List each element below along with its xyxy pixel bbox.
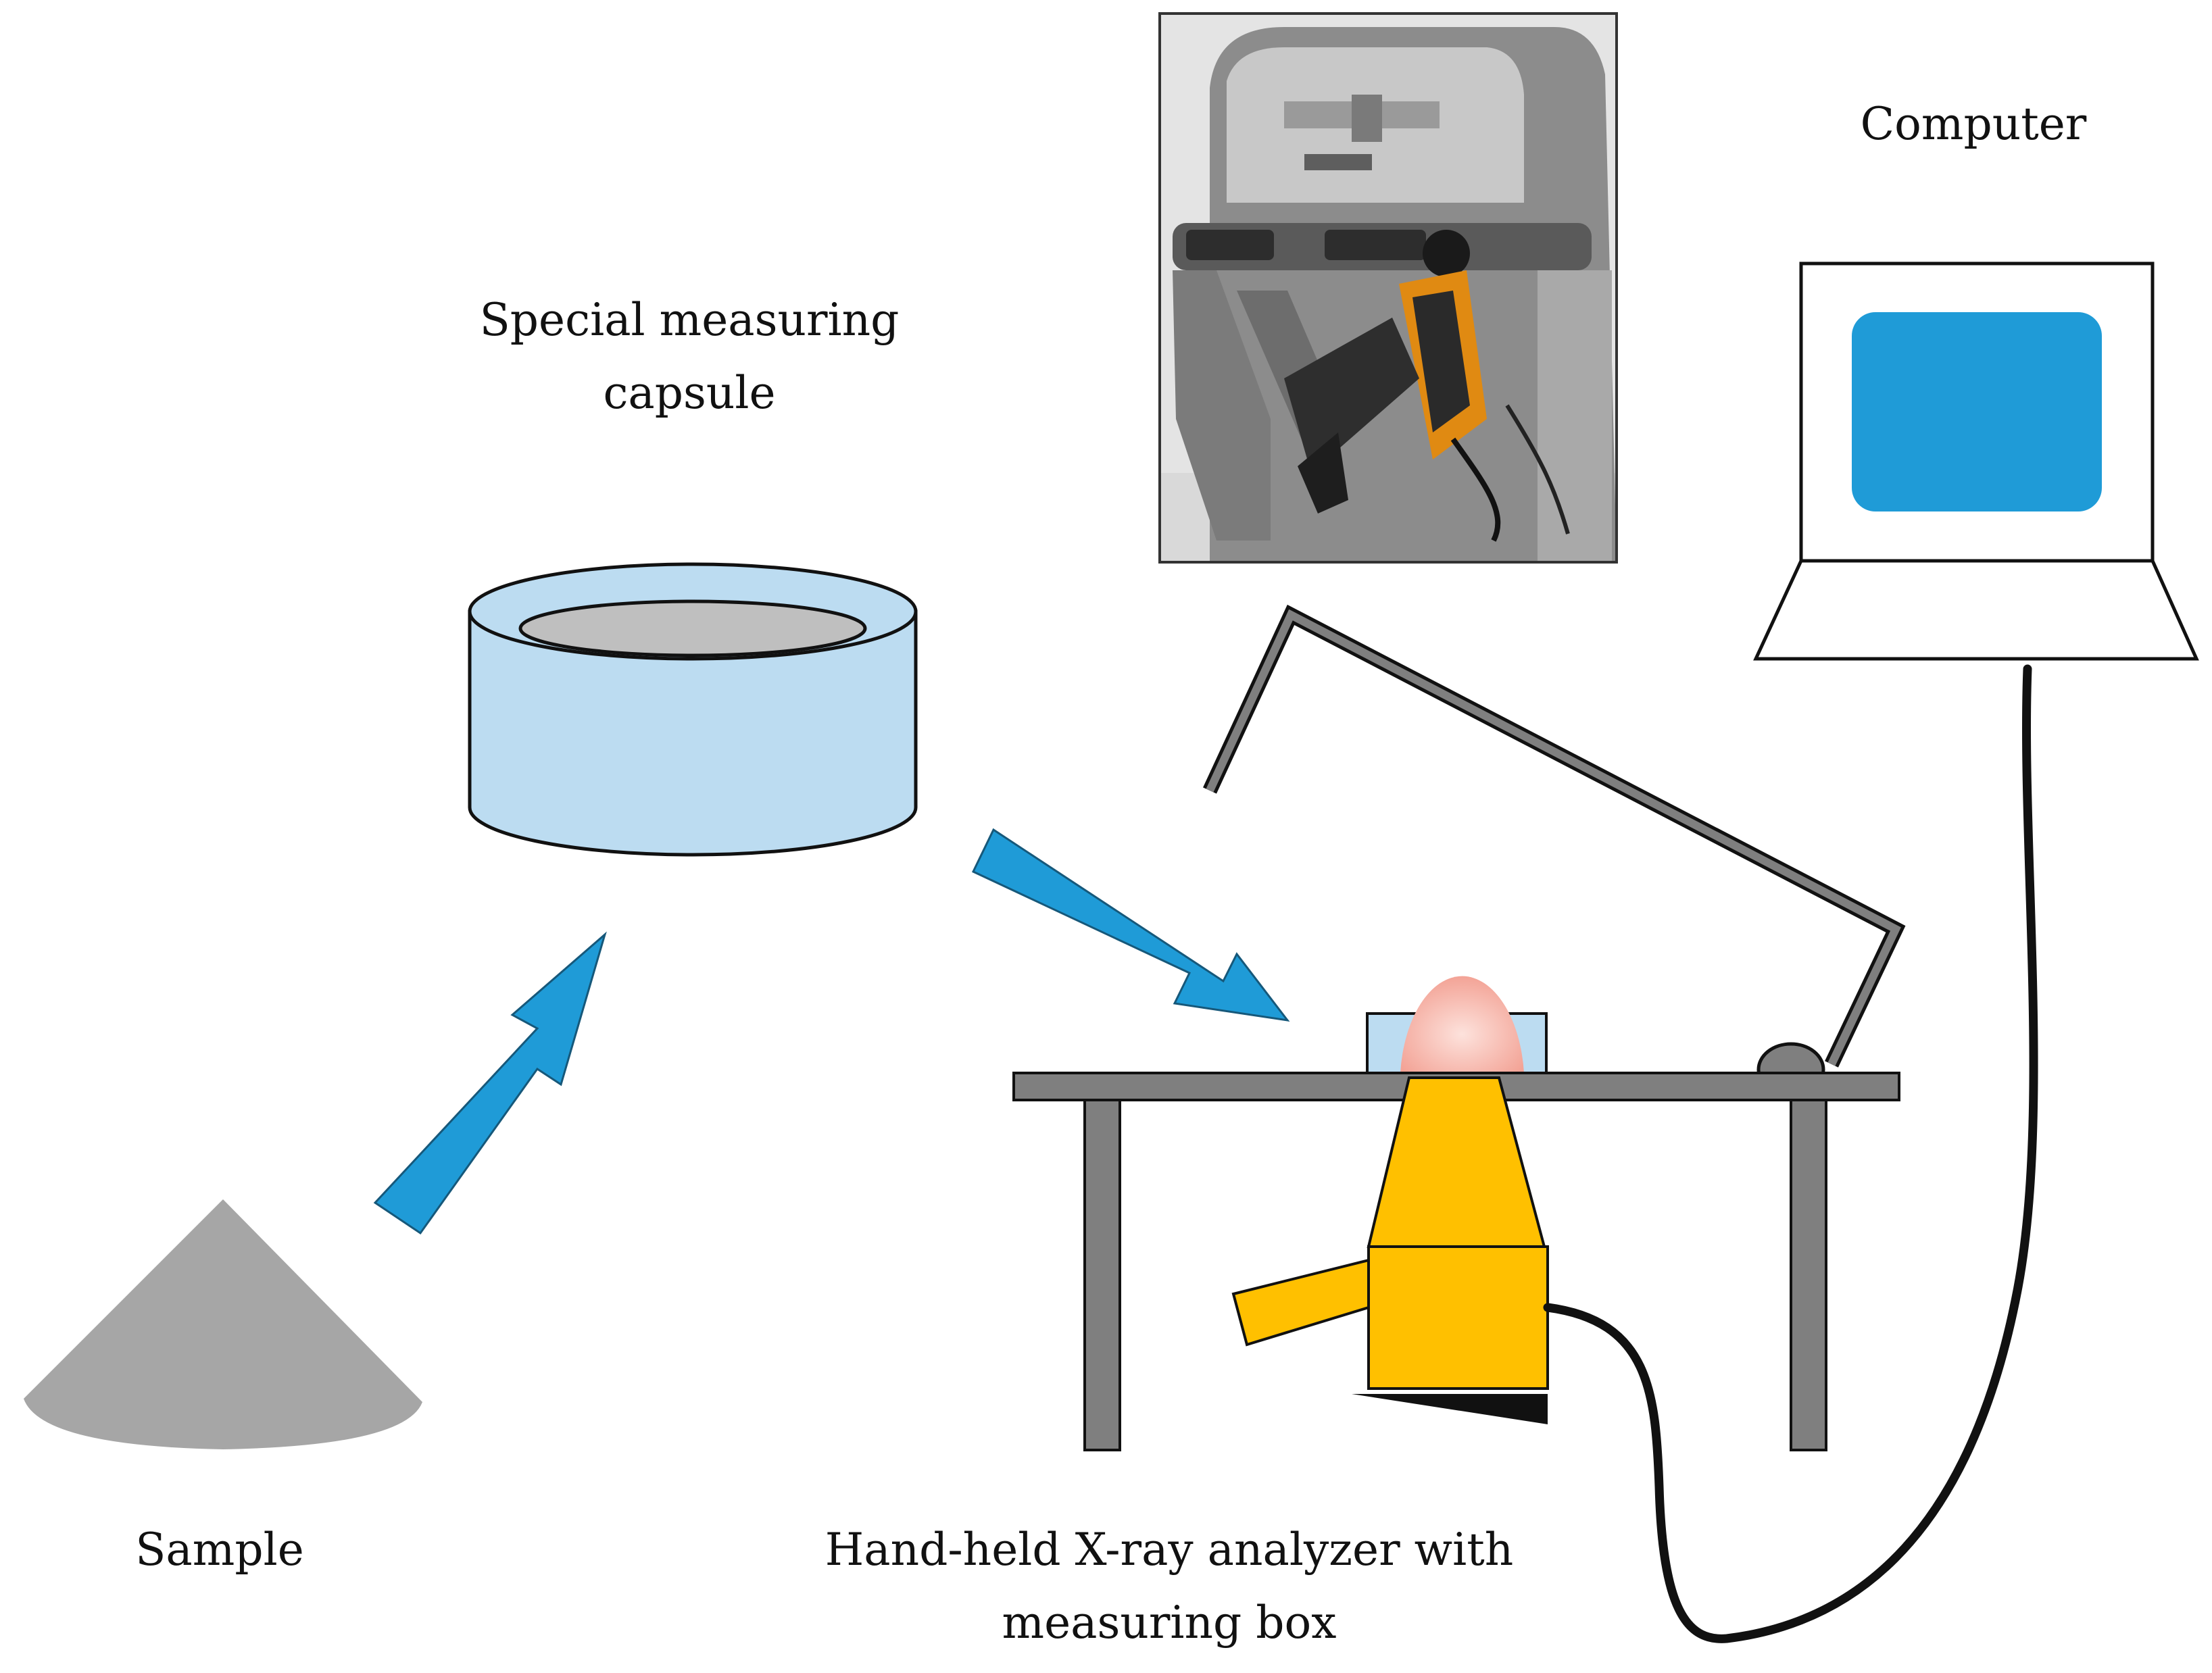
computer: [1753, 261, 2199, 661]
setup-photo: [1158, 12, 1618, 564]
analyzer-label-line2: measuring box: [1002, 1597, 1337, 1649]
sample-label-text: Sample: [135, 1524, 304, 1576]
cable: [1543, 664, 2038, 1643]
analyzer-label: Hand-held X-ray analyzer with measuring …: [737, 1514, 1602, 1659]
analyzer-label-line1: Hand-held X-ray analyzer with: [825, 1524, 1514, 1576]
capsule-label-line1: Special measuring: [479, 294, 900, 346]
arrow-sample-to-capsule: [373, 931, 607, 1235]
computer-label: Computer: [1771, 88, 2176, 161]
table: [1012, 1072, 1900, 1451]
arrow-capsule-to-analyzer: [971, 828, 1290, 1022]
sample-pile: [24, 1199, 422, 1449]
computer-label-text: Computer: [1860, 98, 2087, 150]
capsule-label: Special measuring capsule: [419, 284, 960, 430]
xray-analyzer: [1231, 1076, 1549, 1424]
measuring-capsule: [468, 562, 918, 857]
stand-arm: [1203, 604, 1906, 1097]
capsule-label-line2: capsule: [603, 367, 776, 419]
sample-label: Sample: [68, 1514, 372, 1587]
probe-head: [1400, 976, 1524, 1073]
